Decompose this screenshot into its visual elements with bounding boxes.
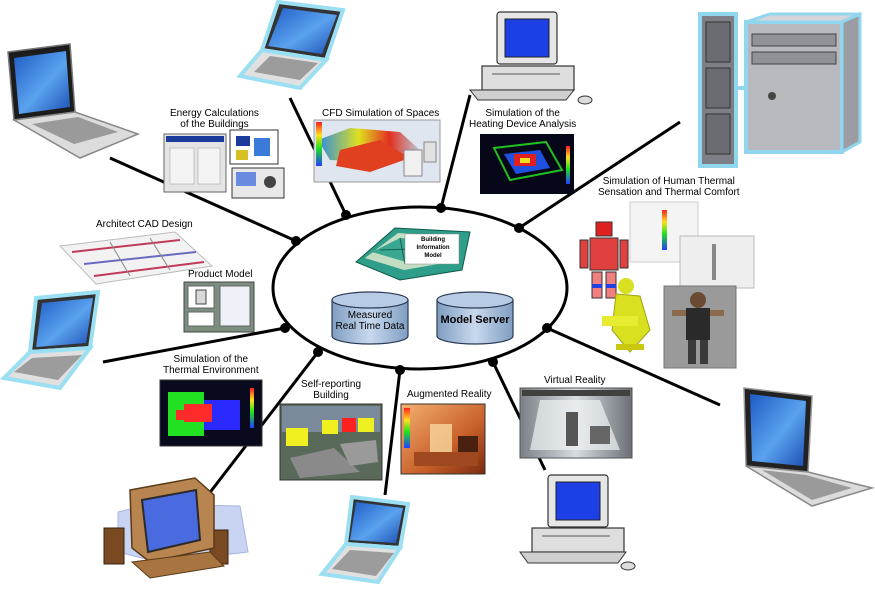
thermal-label-line2: Thermal Environment [163,365,259,376]
desktop-pc-top [468,11,593,105]
server-cylinder [436,291,514,345]
energy-calculations-label: Energy Calculations of the Buildings [170,108,259,130]
database-label-line2: Real Time Data [335,321,405,332]
bim-model-image [355,227,471,281]
heating-label-line2: Heating Device Analysis [469,119,577,130]
cfd-label: CFD Simulation of Spaces [322,108,439,119]
database-label-line1: Measured [347,310,393,321]
cfd-label-text: CFD Simulation of Spaces [322,108,440,119]
ring-node [514,223,524,233]
bim-label: Building Information Model [408,236,458,260]
bim-label-line1: Building [421,237,445,243]
ring-node [395,365,405,375]
self-reporting-line1: Self-reporting [301,379,362,390]
heating-device-image [480,134,574,194]
self-reporting-label: Self-reporting Building [301,379,361,401]
virtual-reality-label: Virtual Reality [544,375,606,386]
laptop-top-left [7,43,141,159]
ring-node [341,210,351,220]
human-label-line1: Simulation of Human Thermal [602,176,735,187]
augmented-reality-image [400,403,486,475]
spoke-laptop-left [102,326,286,364]
laptop-bottom [318,494,411,585]
human-thermal-image [579,201,755,369]
thermal-label-line1: Simulation of the [173,354,249,365]
ring-node [542,323,552,333]
spoke-laptop-bottom [383,369,402,496]
model-server-text: Model Server [440,314,510,326]
thermal-environment-image [159,379,263,447]
ring-node [280,323,290,333]
heating-label: Simulation of the Heating Device Analysi… [469,108,576,130]
human-thermal-label: Simulation of Human Thermal Sensation an… [598,176,740,198]
ring-node [313,347,323,357]
spoke-crt [206,351,320,496]
architect-label: Architect CAD Design [96,219,193,230]
architect-label-text: Architect CAD Design [96,219,193,230]
cfd-simulation-image [313,119,441,183]
virtual-label-text: Virtual Reality [544,375,606,386]
ring-node [436,203,446,213]
bim-label-line2: Information [416,245,450,251]
product-label-text: Product Model [188,269,253,280]
energy-label-line2: of the Buildings [180,119,249,130]
ring-node [291,236,301,246]
crt-computer [103,477,249,579]
laptop-right [743,387,875,507]
product-model-label: Product Model [188,269,252,280]
laptop-left [0,289,101,391]
energy-label-line1: Energy Calculations [170,108,259,119]
database-label: Measured Real Time Data [333,310,407,332]
energy-calculations-image [163,129,285,199]
self-reporting-building-image [279,403,383,481]
spoke-laptop-right [546,326,721,407]
human-label-line2: Sensation and Thermal Comfort [598,187,740,198]
bim-label-line3: Model [424,253,442,259]
desktop-pc-bottom-right [519,474,636,571]
thermal-environment-label: Simulation of the Thermal Environment [163,354,259,376]
augmented-reality-label: Augmented Reality [407,389,492,400]
virtual-reality-image [519,387,633,459]
central-ring [271,205,569,371]
spoke-tower [518,120,681,230]
architect-cad-image [58,231,214,285]
model-server-label: Model Server [437,315,513,326]
tower-server [698,11,862,168]
spoke-pc-top [439,94,472,209]
product-model-image [183,281,255,333]
self-reporting-line2: Building [313,390,349,401]
ring-nodes [280,203,552,375]
laptop-top [236,0,346,91]
heating-label-line1: Simulation of the [485,108,560,119]
ring-node [488,357,498,367]
database-cylinder [331,291,409,345]
spoke-laptop-top-left [109,156,297,243]
augmented-label-text: Augmented Reality [407,389,492,400]
